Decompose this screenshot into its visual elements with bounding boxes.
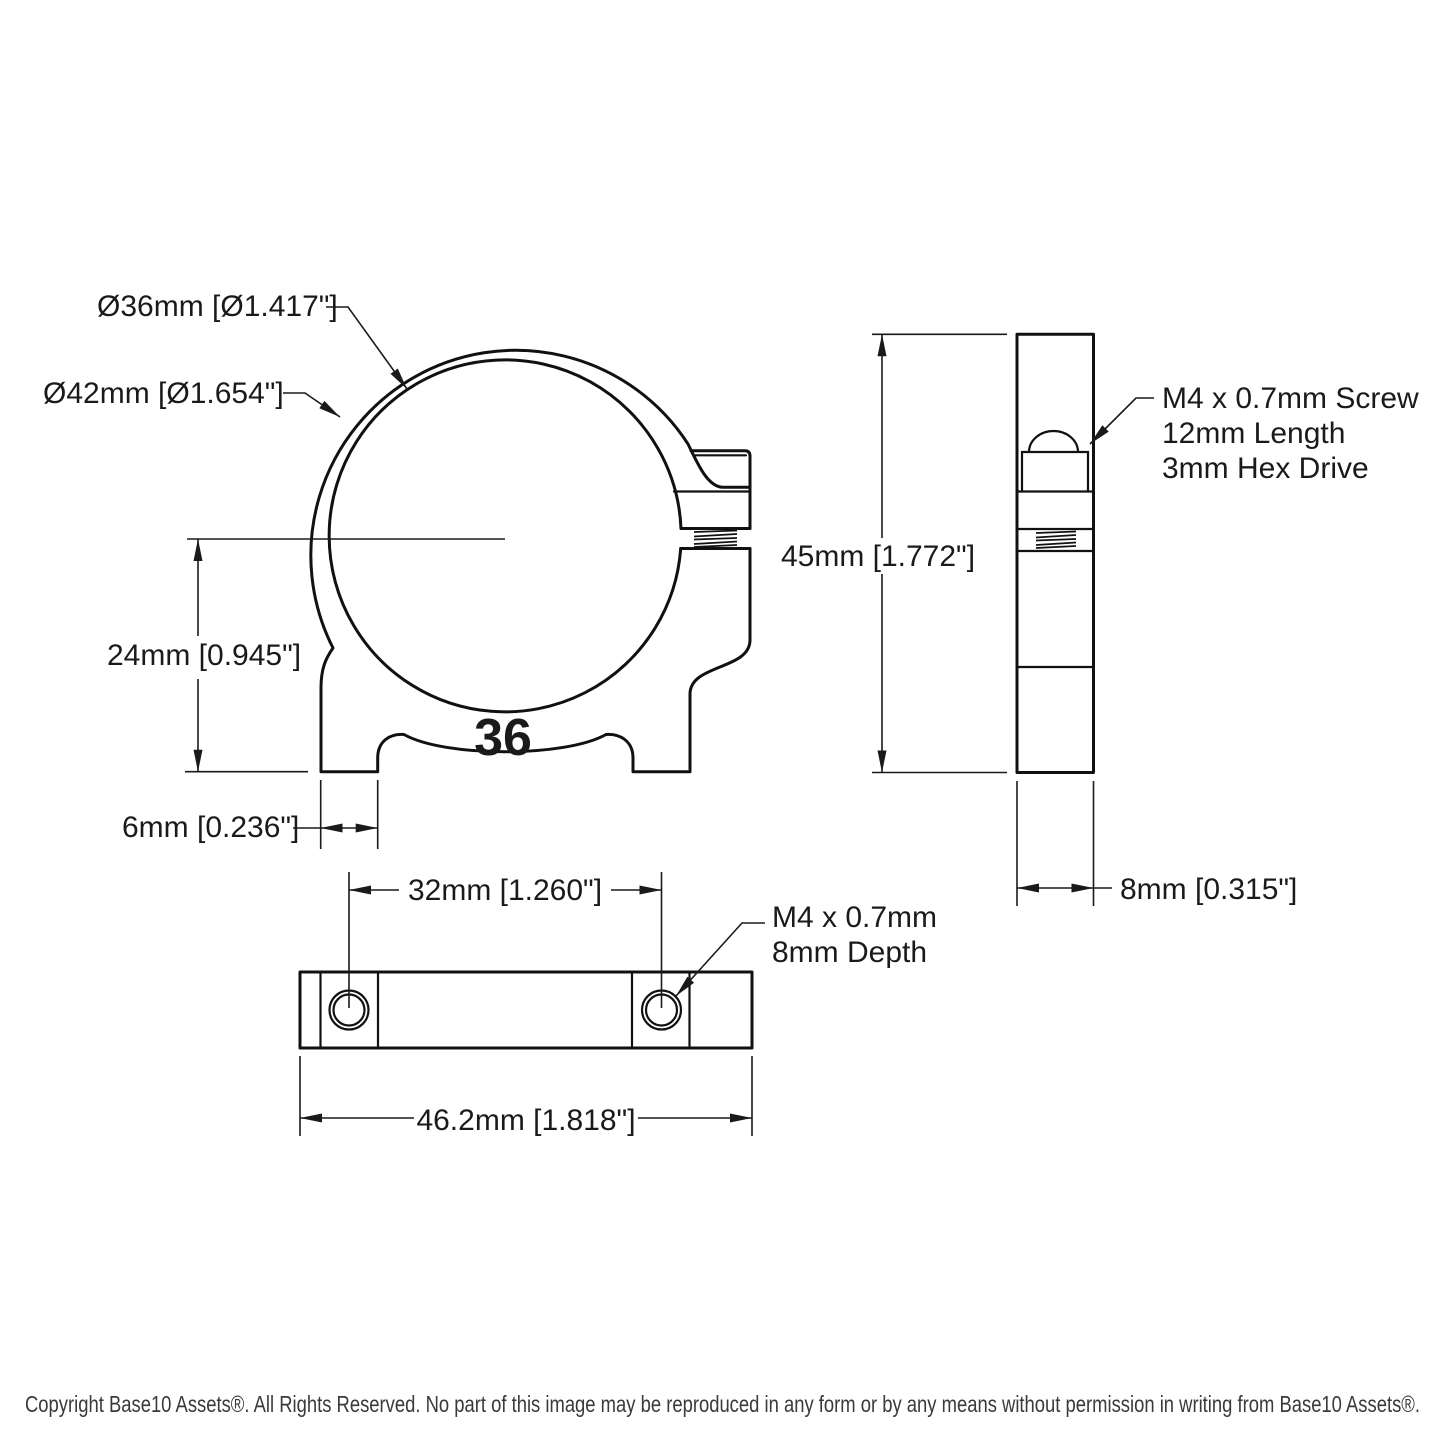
screw-threads-side: [1035, 530, 1077, 549]
bottom-foot-lines: [319, 970, 691, 1050]
dim-height-ext: [872, 333, 1007, 774]
dim-foot-width-ext: [293, 780, 379, 849]
hole-note-line1: M4 x 0.7mm: [772, 901, 937, 934]
screw-head-front: [672, 454, 752, 493]
bore-circle: [327, 358, 683, 714]
thickness-label: 8mm [0.315"]: [1120, 873, 1297, 906]
dimension-annotations: Ø36mm [Ø1.417"] Ø42mm [Ø1.654"] 24mm [0.…: [43, 290, 1419, 1137]
height-label: 45mm [1.772"]: [781, 540, 975, 573]
center-height-label: 24mm [0.945"]: [107, 639, 301, 672]
overall-length-label: 46.2mm [1.818"]: [416, 1104, 635, 1137]
front-view: 36: [187, 348, 752, 774]
side-section-lines: [1015, 490, 1095, 669]
leader-outer-diameter: [283, 392, 341, 418]
bottom-outline: [298, 970, 754, 1050]
foot-width-label: 6mm [0.236"]: [122, 811, 299, 844]
side-view: [1015, 332, 1095, 774]
leader-inner-diameter: [326, 306, 408, 390]
outer-diameter-label: Ø42mm [Ø1.654"]: [43, 377, 284, 410]
dim-hole-spacing-ext: [348, 872, 663, 1008]
copyright-notice: Copyright Base10 Assets®. All Rights Res…: [25, 1391, 1420, 1417]
screw-note-line1: M4 x 0.7mm Screw: [1162, 382, 1419, 415]
front-outline: [309, 348, 752, 774]
hole-spacing-label: 32mm [1.260"]: [408, 874, 602, 907]
screw-head-side: [1020, 429, 1090, 493]
screw-note-line3: 3mm Hex Drive: [1162, 452, 1369, 485]
leader-screw-note: [1089, 397, 1154, 445]
bottom-view: [298, 970, 754, 1050]
screw-note-line2: 12mm Length: [1162, 417, 1345, 450]
dim-overall-ext: [299, 1056, 753, 1136]
inner-diameter-label: Ø36mm [Ø1.417"]: [97, 290, 338, 323]
leader-hole-note: [675, 922, 765, 997]
side-outline: [1015, 332, 1095, 774]
clamp-slit: [679, 527, 752, 550]
part-marking: 36: [474, 709, 532, 767]
screw-threads-front: [693, 529, 738, 548]
hole-note-line2: 8mm Depth: [772, 936, 927, 969]
